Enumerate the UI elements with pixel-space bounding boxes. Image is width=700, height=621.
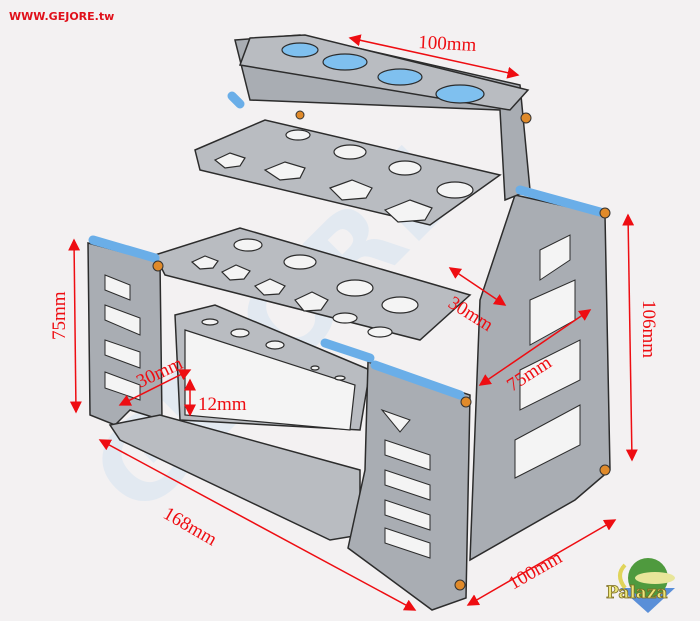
left-side-panel: [87, 242, 163, 426]
logo-text: Palaza: [606, 583, 667, 603]
dim-right-height: 106mm: [638, 300, 659, 358]
palaza-logo: Palaza: [606, 558, 675, 613]
dim-total-depth: 100mm: [505, 547, 566, 594]
rods: [88, 91, 605, 400]
dimension-lines: [68, 34, 638, 611]
dim-left-height: 75mm: [49, 291, 70, 340]
dim-top-width: 100mm: [418, 32, 477, 56]
drawer-holes: [201, 318, 346, 381]
nuts: [152, 110, 611, 591]
lower-tier-holes: [190, 238, 419, 338]
middle-tier-holes: [213, 129, 474, 223]
dim-drawer-height: 12mm: [198, 394, 247, 415]
site-url: WWW.GEJORE.tw: [9, 10, 115, 23]
middle-tier-plate: [194, 119, 502, 226]
